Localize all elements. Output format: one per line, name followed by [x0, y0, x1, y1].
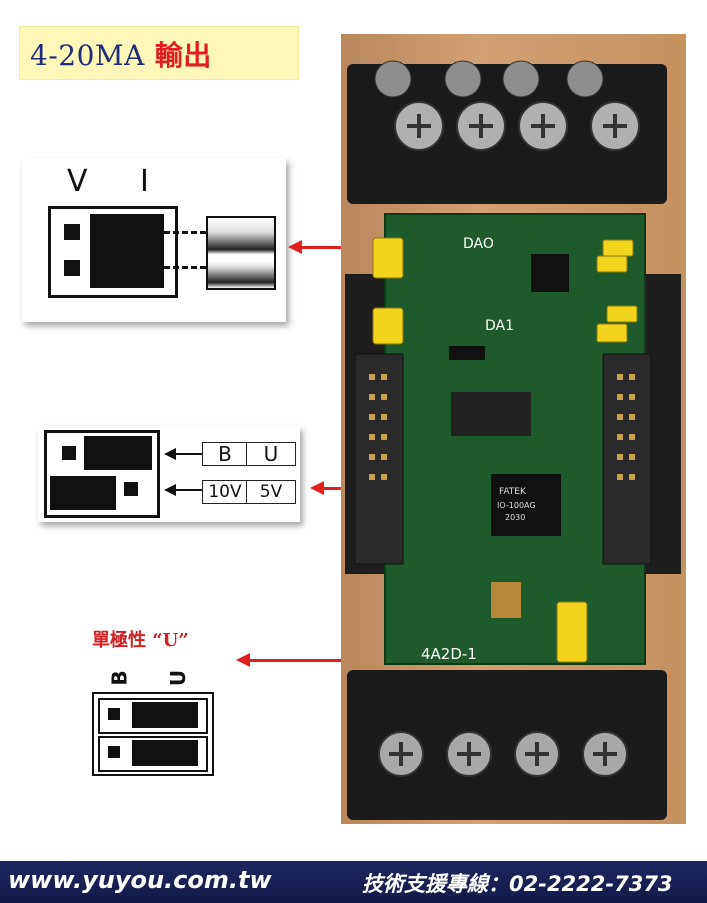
arrow-head — [310, 481, 324, 495]
jumper-pin — [64, 260, 80, 276]
label-u: U — [246, 442, 296, 466]
title-prefix: 4-20MA — [30, 39, 145, 72]
label-5v: 5V — [246, 480, 296, 504]
unipolar-jumper-panel — [92, 692, 214, 776]
dashed-lead — [164, 231, 206, 234]
jumper-right — [606, 305, 638, 323]
arrow-head — [236, 653, 250, 667]
top-screws — [374, 60, 640, 151]
arrow-to-dao-jumper — [300, 246, 362, 249]
jumper-da1-left — [372, 307, 404, 345]
mcu-brand: FATEK — [499, 487, 527, 497]
footer-bar — [0, 861, 707, 903]
jumper-v-label: V — [67, 164, 88, 199]
top-terminal-block — [347, 64, 667, 204]
jumper-cap-i — [90, 214, 164, 288]
jumper-right — [596, 255, 628, 273]
jumper-cap-side-view — [206, 216, 276, 290]
silk-model: 4A2D-1 — [421, 645, 477, 663]
jumper-cap-u — [132, 702, 198, 728]
label-b: B — [202, 442, 248, 466]
jumper-right — [596, 323, 628, 343]
jumper-pin — [108, 708, 120, 720]
jumper-pin — [62, 446, 76, 460]
bottom-terminal-block — [347, 670, 667, 820]
arrow-head — [288, 240, 302, 254]
jumper-pin — [64, 224, 80, 240]
chip-u2 — [531, 254, 569, 292]
mcu-part: IO-100AG — [497, 501, 536, 510]
jumper-range-panel: B U 10V 5V — [38, 426, 300, 522]
mcu-year: 2030 — [505, 513, 525, 522]
silk-da1: DA1 — [485, 318, 514, 334]
connector-cn2 — [602, 353, 652, 565]
label-10v: 10V — [202, 480, 248, 504]
mcu — [491, 474, 561, 536]
jumper-i-label: I — [140, 164, 149, 199]
jumper-pin — [108, 746, 120, 758]
footer-url[interactable]: www.yuyou.com.tw — [8, 866, 272, 894]
title-box — [20, 27, 298, 79]
jumper-vi-panel: V I — [22, 158, 286, 322]
dashed-lead — [164, 266, 206, 269]
jumper-cap-u — [84, 436, 152, 470]
jumper-pin — [124, 482, 138, 496]
chip-u4 — [449, 346, 485, 360]
header-cn3 — [451, 392, 531, 436]
pointer-line — [174, 453, 202, 455]
title-suffix: 輸出 — [154, 39, 212, 72]
jumper-cap-u — [132, 740, 198, 766]
page-title: 4-20MA 輸出 — [30, 34, 212, 74]
pointer-head — [164, 448, 176, 460]
jumper-row — [98, 736, 208, 772]
jumper-row — [98, 698, 208, 734]
footer-hotline: 技術支援專線：02-2222-7373 — [362, 872, 673, 896]
board-photo: DAO DA1 4A2D-1 FATEK IO-100AG 2030 — [341, 34, 686, 824]
pointer-line — [174, 489, 202, 491]
silk-dao: DAO — [463, 236, 494, 252]
jumper-dao-left — [372, 237, 404, 279]
pin-u-rotated: U — [166, 669, 191, 687]
connector-cn1 — [354, 353, 404, 565]
board-svg: DAO DA1 4A2D-1 FATEK IO-100AG 2030 — [345, 60, 681, 820]
unipolar-label: 單極性 “U” — [92, 630, 189, 651]
jumper-right — [602, 239, 634, 257]
jumper-unipolar — [556, 601, 588, 663]
crystal-x1 — [491, 582, 521, 618]
pointer-head — [164, 484, 176, 496]
jumper-cap-5v — [50, 476, 116, 510]
pin-b-rotated: B — [107, 670, 132, 686]
bottom-screws — [378, 731, 628, 777]
